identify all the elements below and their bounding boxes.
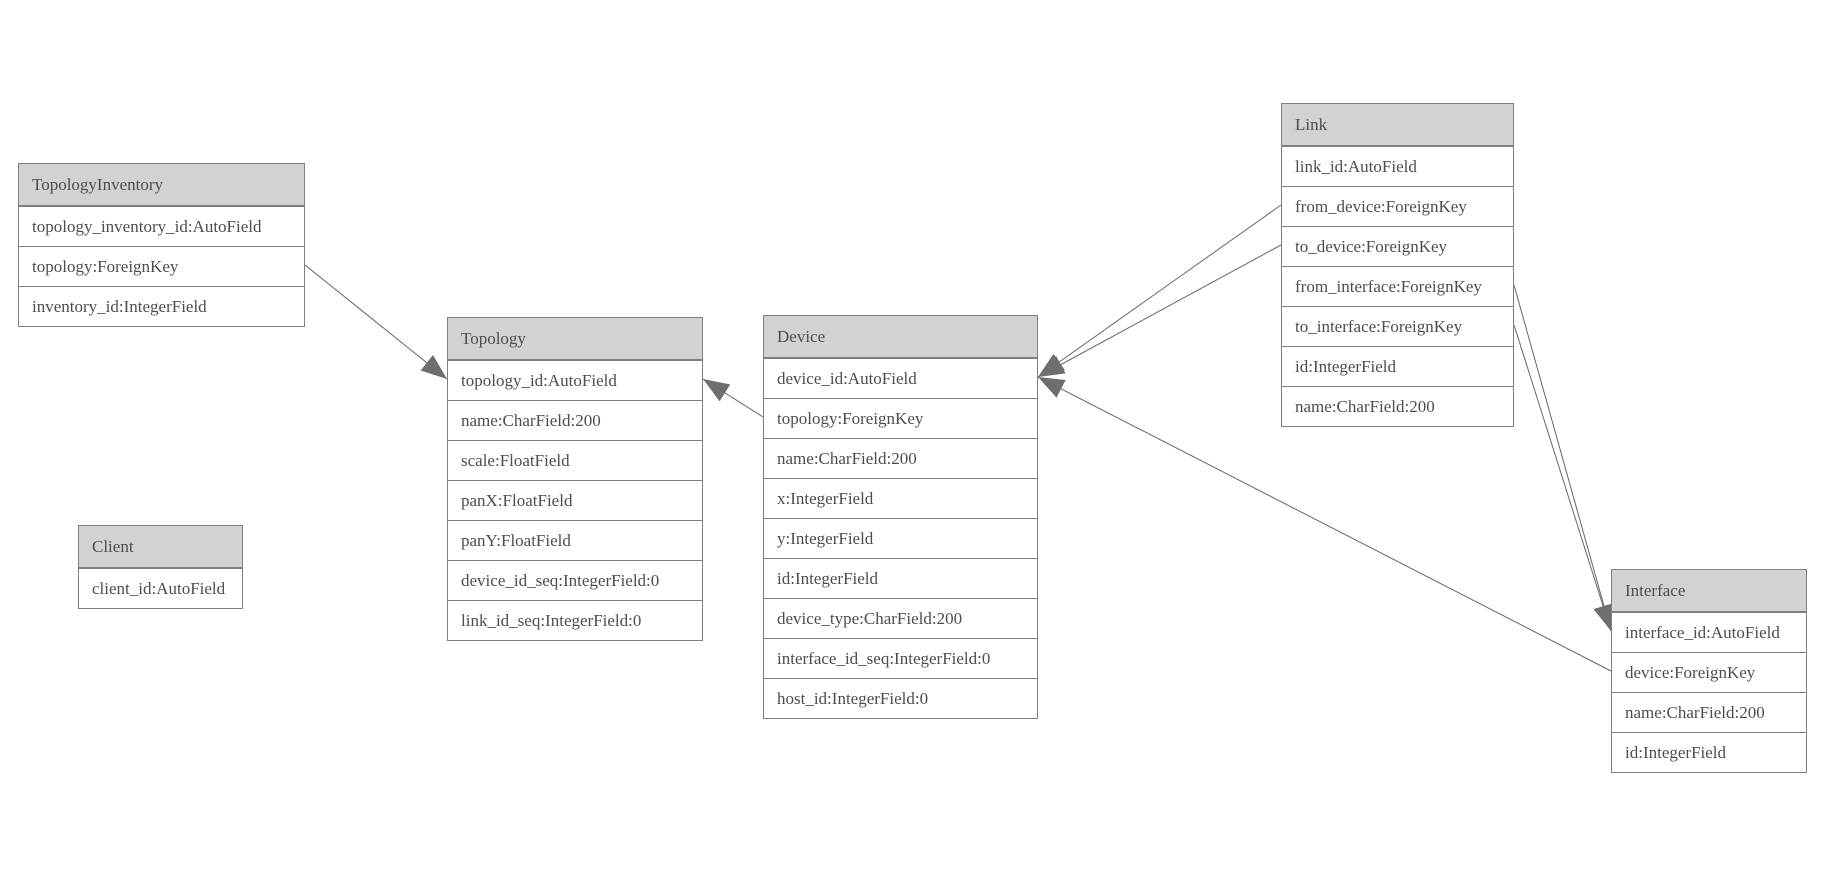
entity-field-row: id:IntegerField: [1282, 346, 1513, 386]
entity-field-row: device_id_seq:IntegerField:0: [448, 560, 702, 600]
entity-field-row: host_id:IntegerField:0: [764, 678, 1037, 718]
entity-field-row: x:IntegerField: [764, 478, 1037, 518]
entity-field-row: scale:FloatField: [448, 440, 702, 480]
entity-field-row: name:CharField:200: [1612, 692, 1806, 732]
entity-field-row: name:CharField:200: [448, 400, 702, 440]
entity-field-row: id:IntegerField: [764, 558, 1037, 598]
entity-field-row: interface_id_seq:IntegerField:0: [764, 638, 1037, 678]
entity-title: Interface: [1612, 570, 1806, 612]
entity-title: Link: [1282, 104, 1513, 146]
entity-field-row: y:IntegerField: [764, 518, 1037, 558]
entity-title: Topology: [448, 318, 702, 360]
entity-title: TopologyInventory: [19, 164, 304, 206]
entity-field-row: name:CharField:200: [764, 438, 1037, 478]
entity-field-row: link_id_seq:IntegerField:0: [448, 600, 702, 640]
entity-field-row: interface_id:AutoField: [1612, 612, 1806, 652]
entity-field-row: link_id:AutoField: [1282, 146, 1513, 186]
entity-field-row: id:IntegerField: [1612, 732, 1806, 772]
entity-field-row: from_device:ForeignKey: [1282, 186, 1513, 226]
entity-field-row: topology_id:AutoField: [448, 360, 702, 400]
entity-field-row: topology:ForeignKey: [764, 398, 1037, 438]
entity-field-row: device_type:CharField:200: [764, 598, 1037, 638]
entity-field-row: from_interface:ForeignKey: [1282, 266, 1513, 306]
entity-field-row: device:ForeignKey: [1612, 652, 1806, 692]
entity-field-row: topology:ForeignKey: [19, 246, 304, 286]
entity-field-row: to_device:ForeignKey: [1282, 226, 1513, 266]
entity-field-row: client_id:AutoField: [79, 568, 242, 608]
entity-field-row: topology_inventory_id:AutoField: [19, 206, 304, 246]
entity-field-row: device_id:AutoField: [764, 358, 1037, 398]
entity-field-row: inventory_id:IntegerField: [19, 286, 304, 326]
entity-field-row: name:CharField:200: [1282, 386, 1513, 426]
entity-field-row: panY:FloatField: [448, 520, 702, 560]
entity-field-row: to_interface:ForeignKey: [1282, 306, 1513, 346]
entity-title: Device: [764, 316, 1037, 358]
entity-field-row: panX:FloatField: [448, 480, 702, 520]
entity-title: Client: [79, 526, 242, 568]
